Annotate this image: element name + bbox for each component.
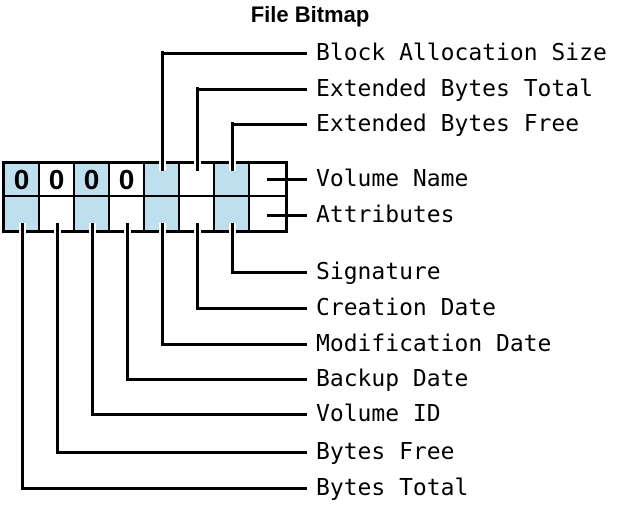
- connector-hline-extended-bytes-total: [196, 87, 307, 91]
- connector-vline-extended-bytes-free: [229, 122, 236, 171]
- connector-hline-block-allocation-size: [161, 51, 307, 55]
- connector-vline-block-allocation-size: [159, 51, 166, 171]
- bitmap-cell-r1c1: 0: [5, 164, 40, 197]
- field-label-bytes-total: Bytes Total: [316, 475, 469, 501]
- connector-hline-bytes-free: [56, 450, 307, 454]
- bitmap-cell-r2c2: [40, 197, 75, 230]
- connector-vline-bytes-free: [54, 223, 61, 453]
- connector-hline-modification-date: [161, 342, 307, 346]
- connector-hline-bytes-total: [21, 486, 307, 490]
- field-label-signature: Signature: [316, 259, 441, 285]
- bitmap-cell-r2c6: [180, 197, 215, 230]
- bitmap-cell-r1c2: 0: [40, 164, 75, 197]
- bitmap-cell-r1c3: 0: [75, 164, 110, 197]
- connector-hline-volume-id: [91, 412, 307, 416]
- field-label-volume-id: Volume ID: [316, 401, 441, 427]
- field-label-backup-date: Backup Date: [316, 366, 469, 392]
- field-label-extended-bytes-free: Extended Bytes Free: [316, 111, 580, 137]
- connector-vline-signature: [229, 223, 236, 273]
- connector-vline-volume-id: [89, 223, 96, 415]
- bitmap-cell-r1c6: [180, 164, 215, 197]
- bitmap-cell-r1c8: [250, 164, 285, 197]
- connector-vline-bytes-total: [19, 223, 26, 489]
- connector-hline-attributes: [267, 213, 307, 217]
- diagram-title: File Bitmap: [250, 2, 370, 27]
- field-label-creation-date: Creation Date: [316, 295, 497, 321]
- field-label-extended-bytes-total: Extended Bytes Total: [316, 76, 593, 102]
- connector-hline-volume-name: [267, 177, 307, 181]
- bitmap-cell-r1c4: 0: [110, 164, 145, 197]
- connector-vline-backup-date: [124, 223, 131, 380]
- field-label-attributes: Attributes: [316, 202, 455, 228]
- bitmap-table: 0 0 0 0: [2, 161, 288, 233]
- field-label-bytes-free: Bytes Free: [316, 439, 455, 465]
- connector-hline-creation-date: [196, 306, 307, 310]
- connector-vline-extended-bytes-total: [194, 87, 201, 171]
- connector-vline-creation-date: [194, 223, 201, 309]
- connector-hline-signature: [231, 270, 307, 274]
- connector-hline-backup-date: [126, 377, 307, 381]
- bitmap-cell-r2c4: [110, 197, 145, 230]
- field-label-block-allocation-size: Block Allocation Size: [316, 40, 607, 66]
- connector-hline-extended-bytes-free: [231, 122, 307, 126]
- field-label-modification-date: Modification Date: [316, 331, 552, 357]
- connector-vline-modification-date: [159, 223, 166, 345]
- field-label-volume-name: Volume Name: [316, 166, 469, 192]
